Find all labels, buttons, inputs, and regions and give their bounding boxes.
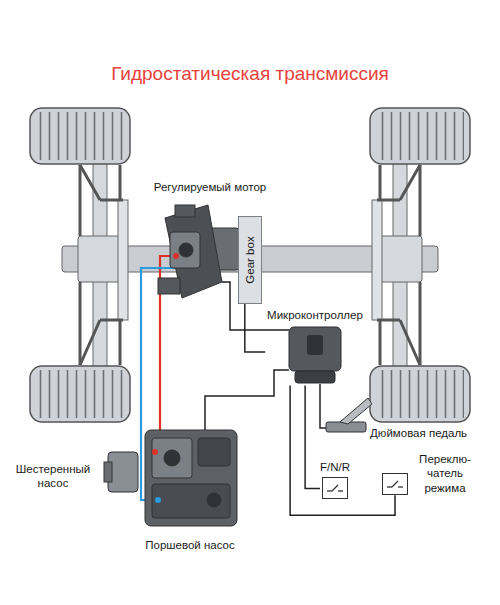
switch-box: F/N/R (320, 460, 350, 499)
pump-signal-wire (205, 370, 289, 430)
controller-unit: Микроконтроллер (265, 308, 365, 385)
node-text: F/N/R (320, 460, 350, 477)
gearbox-box: Gear box (238, 216, 262, 304)
tires (30, 108, 470, 422)
controller-illustration (287, 325, 343, 385)
signal-wire (290, 385, 395, 515)
node-text: Gear box (243, 236, 257, 283)
diagram-title: Гидростатическая трансмиссия (0, 62, 500, 86)
switch-box: Переклю- чатель режима (382, 452, 476, 495)
part-label: Регулируемый мотор (154, 180, 266, 194)
switch-symbol (322, 477, 348, 499)
signal-wire (245, 304, 265, 352)
part-label: Дюймовая педаль (370, 426, 467, 440)
motor-illustration (158, 205, 240, 298)
node-text: Микроконтроллер (265, 308, 365, 325)
gear-pump-illustration (104, 452, 138, 492)
inch-pedal (326, 398, 372, 432)
part-label: Шестеренный насос (4, 462, 102, 491)
switch-icon (383, 474, 406, 493)
node-text: Переклю- чатель режима (408, 452, 476, 495)
signal-wire (305, 385, 320, 488)
chassis-frame (62, 150, 438, 385)
switch-icon (323, 478, 346, 497)
switch-symbol (382, 473, 408, 495)
suspension-links (80, 165, 420, 365)
piston-pump-illustration (145, 430, 237, 526)
part-label: Поршевой насос (145, 538, 234, 552)
pedal-wire (320, 384, 328, 428)
